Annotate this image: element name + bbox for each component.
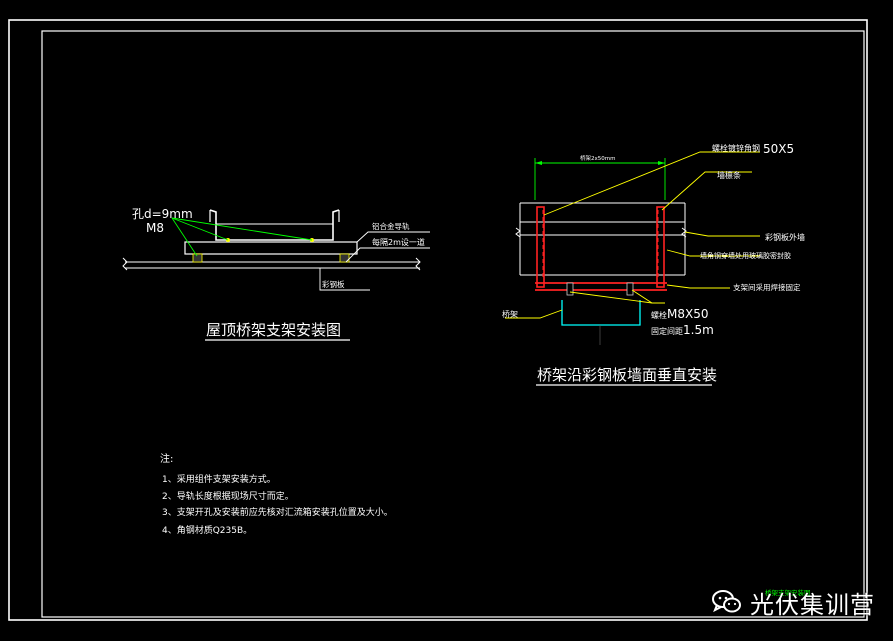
brand-watermark: 光伏集训营 (712, 584, 875, 620)
roof-spacing-label: 每隔2m设一道 (372, 237, 425, 247)
inner-frame (41, 30, 865, 618)
wall-seal-label: 墙角钢穿墙处用玻璃胶密封胶 (700, 251, 791, 260)
wall-bolt-line: 螺栓M8X50 (651, 307, 708, 321)
wall-panel-label: 彩钢板外墙 (765, 232, 805, 242)
wall-weld-label: 支架间采用焊接固定 (733, 282, 801, 292)
wechat-icon (712, 590, 741, 613)
note-item: 4、角钢材质Q235B。 (162, 524, 252, 536)
wall-angle-size: 50X5 (763, 142, 794, 156)
roof-detail-title: 屋顶桥架支架安装图 (206, 321, 341, 339)
roof-hole-label: 孔d=9mm (132, 207, 193, 221)
note-item: 3、支架开孔及安装前应先核对汇流箱安装孔位置及大小。 (162, 506, 393, 518)
roof-detail (122, 209, 430, 341)
wall-spacing-label: 固定间距 (651, 326, 683, 336)
roof-rail-label: 铝合金导轨 (372, 221, 410, 231)
wall-angle-label: 螺栓镀锌角钢 (712, 143, 760, 153)
roof-bolt-label: M8 (146, 221, 164, 235)
wall-spacing-line: 固定间距1.5m (651, 323, 714, 337)
wall-width-label: 桥架2x50mm (580, 154, 615, 162)
drawing-stamp: 桥架支架安装图 (765, 588, 811, 597)
wall-spacing-value: 1.5m (683, 323, 714, 337)
wall-bolt-label: 螺栓 (651, 310, 667, 320)
wall-bolt-size: M8X50 (667, 307, 708, 321)
note-item: 1、采用组件支架安装方式。 (162, 473, 276, 485)
wall-purlin-label: 墙檩条 (717, 170, 741, 180)
outer-frame (8, 19, 868, 621)
wall-detail-title: 桥架沿彩钢板墙面垂直安装 (537, 366, 717, 384)
brand-name: 光伏集训营 (750, 590, 875, 619)
note-item: 2、导轨长度根据现场尺寸而定。 (162, 490, 294, 502)
notes-heading: 注: (160, 452, 173, 465)
wall-detail (505, 151, 760, 386)
wall-tray-label: 桥架 (502, 309, 518, 319)
roof-plate-label: 彩钢板 (322, 279, 345, 289)
